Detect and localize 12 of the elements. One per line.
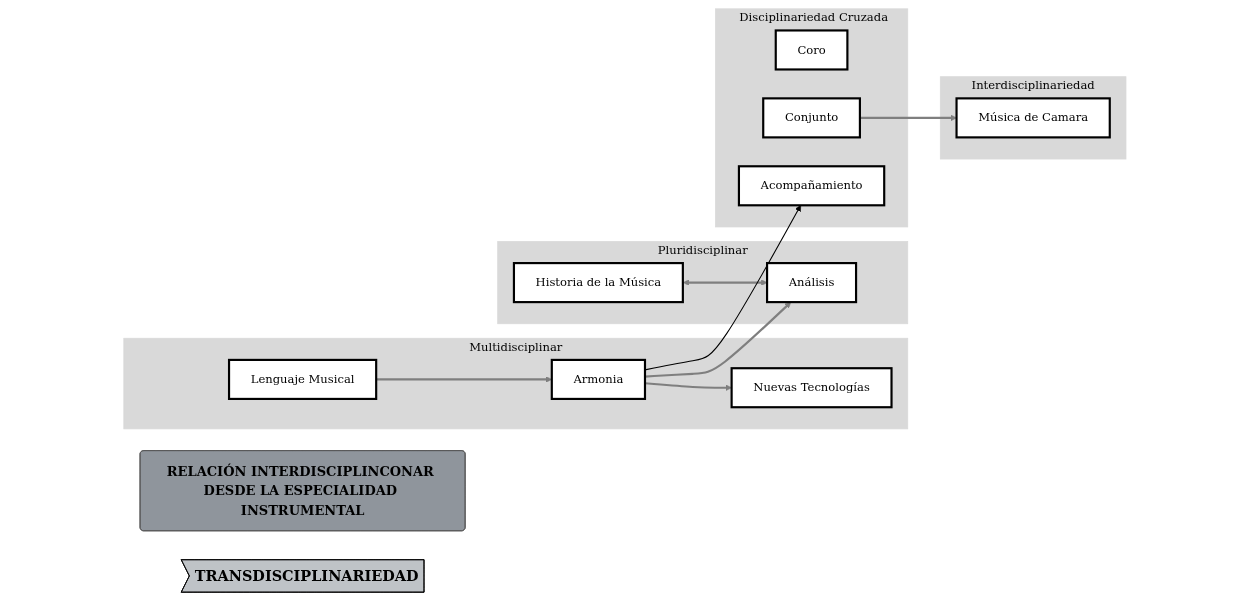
node-box: Acompañamiento bbox=[737, 165, 886, 207]
node-box: Conjunto bbox=[762, 97, 862, 139]
node-box: Armonia bbox=[550, 358, 647, 401]
node-box: Lenguaje Musical bbox=[228, 358, 378, 401]
node-box: Historia de la Música bbox=[512, 262, 685, 304]
node-box: Nuevas Tecnologías bbox=[730, 367, 893, 409]
node-box: Música de Camara bbox=[955, 97, 1111, 139]
node-box: Análisis bbox=[766, 262, 858, 304]
arrow bbox=[645, 382, 732, 391]
node-box: Coro bbox=[774, 29, 849, 71]
arrow bbox=[682, 279, 768, 286]
arrow bbox=[860, 114, 957, 122]
